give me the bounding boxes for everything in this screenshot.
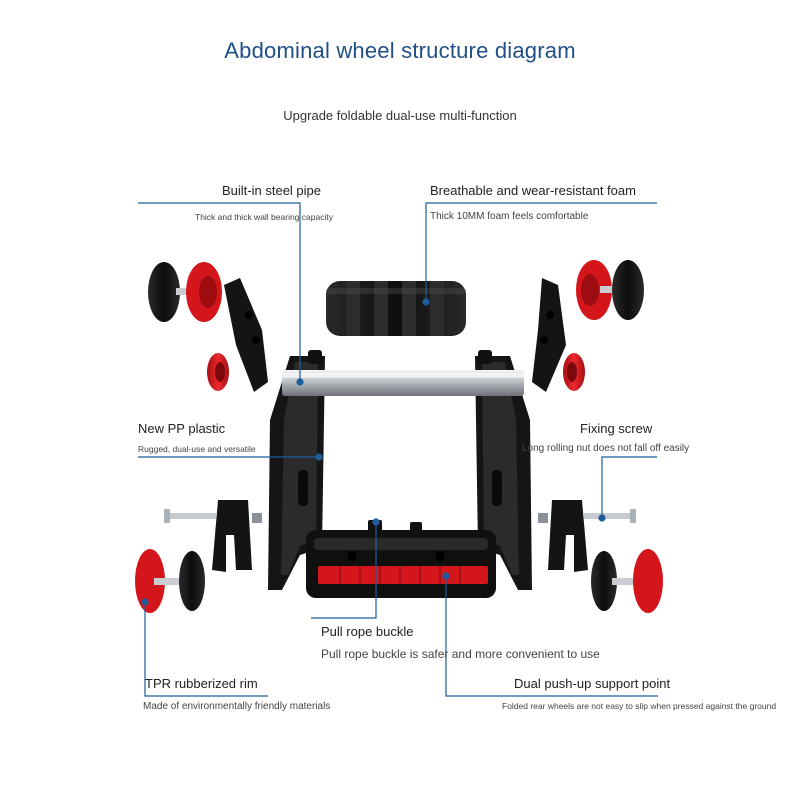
anchor-support-point	[442, 572, 450, 580]
lower-right-wheel	[591, 549, 663, 613]
upper-right-bracket	[532, 278, 566, 392]
upper-left-bracket	[224, 278, 268, 392]
leader-foam	[425, 202, 657, 302]
callout-pp-plastic-title: New PP plastic	[138, 421, 226, 436]
anchor-pp-plastic	[315, 453, 323, 461]
callout-rope-buckle-title: Pull rope buckle	[321, 624, 414, 639]
leader-tpr-rim	[144, 602, 268, 697]
callout-steel-pipe-desc: Thick and thick wall bearing capacity	[195, 212, 333, 222]
anchor-fixing-screw	[598, 514, 606, 522]
diagram-title: Abdominal wheel structure diagram	[224, 38, 576, 63]
lower-right-bracket	[538, 500, 588, 572]
upper-left-red-hub	[207, 353, 229, 391]
callout-foam-desc: Thick 10MM foam feels comfortable	[430, 211, 589, 222]
foam-grip	[326, 281, 466, 336]
anchor-foam	[422, 298, 430, 306]
leader-fixing-screw	[601, 456, 657, 518]
lower-right-bolt	[584, 509, 636, 523]
anchor-tpr-rim	[141, 598, 149, 606]
steel-pipe	[282, 370, 524, 396]
upper-right-wheel	[576, 260, 644, 320]
callout-support-point-desc: Folded rear wheels are not easy to slip …	[502, 701, 777, 711]
leader-support-point	[445, 576, 658, 697]
callout-steel-pipe-title: Built-in steel pipe	[222, 183, 321, 198]
leader-steel-pipe	[138, 202, 301, 382]
diagram-subtitle: Upgrade foldable dual-use multi-function	[283, 108, 517, 123]
callout-support-point-title: Dual push-up support point	[514, 676, 671, 691]
callout-fixing-screw-desc: Long rolling nut does not fall off easil…	[522, 443, 690, 454]
support-block	[306, 520, 496, 598]
callout-tpr-rim-title: TPR rubberized rim	[145, 676, 258, 691]
upper-right-red-hub	[563, 353, 585, 391]
lower-left-bolt	[164, 509, 216, 523]
lower-left-bracket	[212, 500, 262, 572]
upper-left-wheel	[148, 262, 222, 322]
callout-foam-title: Breathable and wear-resistant foam	[430, 183, 636, 198]
callout-fixing-screw-title: Fixing screw	[580, 421, 653, 436]
leader-rope-buckle	[311, 522, 377, 619]
leader-lines	[138, 202, 658, 697]
callout-tpr-rim-desc: Made of environmentally friendly materia…	[143, 701, 331, 712]
lower-left-wheel	[135, 549, 205, 613]
anchor-rope-buckle	[372, 518, 380, 526]
callout-pp-plastic-desc: Rugged, dual-use and versatile	[138, 444, 256, 454]
callout-rope-buckle-desc: Pull rope buckle is safer and more conve…	[321, 647, 600, 661]
anchor-steel-pipe	[296, 378, 304, 386]
